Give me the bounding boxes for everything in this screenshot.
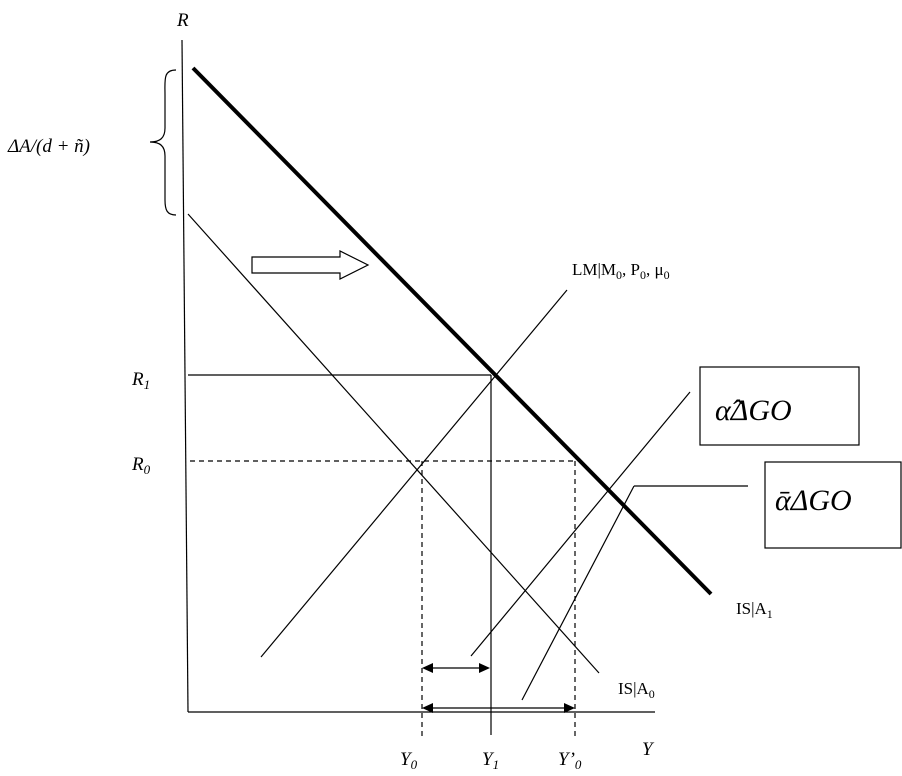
x-axis-label: Y xyxy=(642,739,655,760)
y0-label: Y0 xyxy=(400,749,418,772)
alpha-hat-label: α̂ΔGO xyxy=(715,394,792,427)
shift-brace xyxy=(149,69,177,216)
alpha-bar-box xyxy=(764,461,902,549)
is-a1-curve xyxy=(191,66,713,596)
shift-arrow-icon xyxy=(251,250,370,280)
alpha-hat-box xyxy=(699,366,860,446)
r1-label: R1 xyxy=(131,369,150,392)
lm-curve xyxy=(260,289,568,658)
y-axis-label: R xyxy=(176,10,189,31)
alpha-hat-pointer xyxy=(470,391,691,657)
lm-label: LM|M0, P0, μ0 xyxy=(572,260,670,282)
is-a0-label: IS|A0 xyxy=(618,679,655,701)
alpha-bar-label: ᾱΔGO xyxy=(775,484,852,517)
is-a0-curve xyxy=(187,213,600,674)
y1-label: Y1 xyxy=(482,749,499,772)
y0-prime-label: Y’0 xyxy=(558,749,582,772)
vertical-axis xyxy=(181,39,189,713)
shift-label: ΔA/(d + ñ) xyxy=(7,136,90,157)
large-double-arrow xyxy=(422,703,575,713)
is-a1-label: IS|A1 xyxy=(736,599,773,621)
alpha-bar-pointer-a xyxy=(521,485,635,701)
r0-label: R0 xyxy=(131,454,151,477)
small-double-arrow xyxy=(422,663,490,673)
